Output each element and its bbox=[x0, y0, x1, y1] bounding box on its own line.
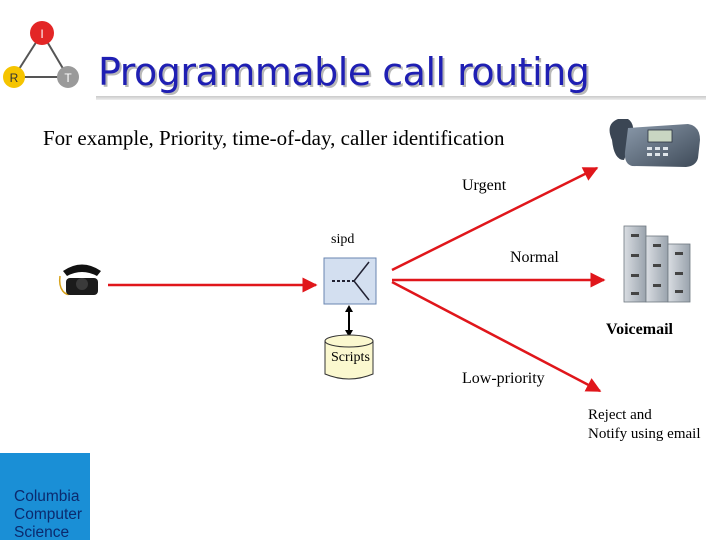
page-title: Programmable call routing bbox=[98, 50, 590, 94]
logo-letter-r: R bbox=[10, 71, 19, 85]
urgent-route-arrow bbox=[391, 166, 599, 272]
urgent-label: Urgent bbox=[462, 177, 507, 194]
columbia-line-2: Computer bbox=[14, 506, 83, 523]
logo-node-i bbox=[30, 21, 54, 45]
columbia-logo-text: Columbia Computer Science bbox=[14, 488, 82, 542]
logo-node-t bbox=[57, 66, 79, 88]
sipd-server-icon bbox=[323, 257, 377, 305]
irt-logo: I R T bbox=[3, 21, 79, 88]
title-underline bbox=[96, 96, 706, 100]
low-priority-label: Low-priority bbox=[462, 370, 545, 387]
desk-phone-icon bbox=[609, 119, 700, 167]
scripts-label: Scripts bbox=[331, 350, 370, 365]
file-cabinet-icon bbox=[623, 225, 691, 303]
low-priority-route-arrow bbox=[391, 280, 602, 393]
normal-label: Normal bbox=[510, 249, 559, 266]
reject-line-2: Notify using email bbox=[588, 426, 701, 442]
columbia-line-3: Science bbox=[14, 524, 70, 541]
reject-line-1: Reject and bbox=[588, 407, 652, 423]
logo-node-r bbox=[3, 66, 25, 88]
columbia-logo-block bbox=[0, 453, 90, 540]
scripts-database-icon bbox=[324, 334, 374, 380]
reject-notify-label: Reject and Notify using email bbox=[588, 406, 701, 444]
logo-letter-i: I bbox=[40, 27, 43, 41]
subtitle: For example, Priority, time-of-day, call… bbox=[43, 126, 505, 150]
logo-letter-t: T bbox=[64, 71, 72, 85]
caller-phone-icon bbox=[58, 264, 101, 296]
voicemail-label: Voicemail bbox=[606, 321, 673, 338]
sipd-label: sipd bbox=[331, 232, 355, 247]
columbia-line-1: Columbia bbox=[14, 488, 80, 505]
